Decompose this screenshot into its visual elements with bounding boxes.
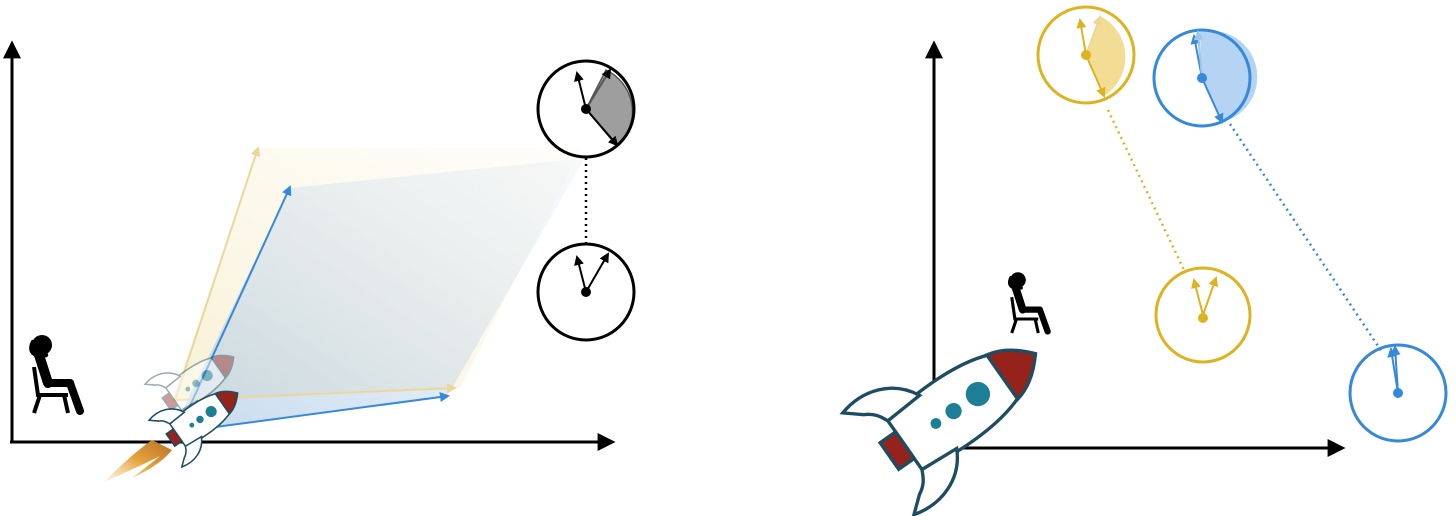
yellow-clock-link-dotted: [1106, 109, 1186, 271]
yellow-clock-icon-top: [1036, 5, 1136, 105]
right-panel: [839, 5, 1448, 516]
blue-clock-link-dotted: [1228, 123, 1384, 353]
rocket-flame-icon: [104, 440, 172, 482]
clock-icon-bottom: [536, 242, 636, 342]
yellow-clock-icon-bottom: [1154, 266, 1252, 364]
blue-vector-right: [177, 392, 450, 433]
clock-icon-top: [536, 59, 636, 159]
blue-clock-icon-top: [1152, 28, 1258, 128]
blue-light-cone-region: [172, 158, 585, 432]
yellow-vector-up: [174, 146, 261, 401]
seated-person-icon: [31, 335, 80, 413]
left-panel: [3, 40, 636, 482]
blue-clock-icon-bottom: [1348, 343, 1448, 443]
seated-person-on-rocket-icon: [1010, 272, 1048, 333]
